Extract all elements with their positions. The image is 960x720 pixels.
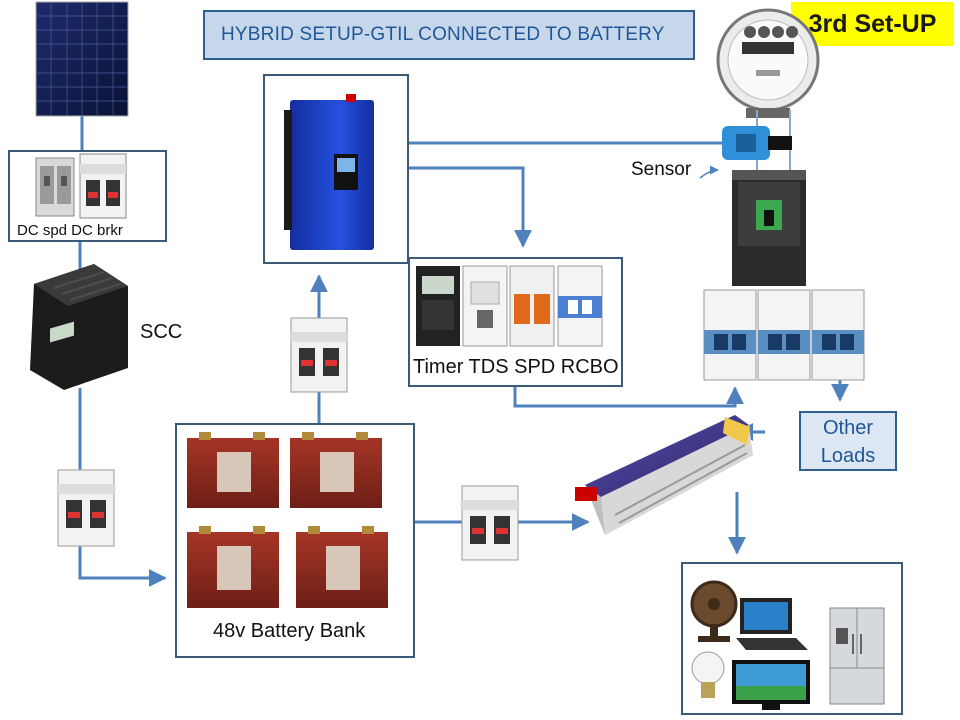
fridge-icon	[829, 607, 885, 705]
breaker-gtil-icon	[290, 317, 348, 393]
spd-icon	[509, 265, 555, 347]
charge-controller-icon	[30, 264, 128, 390]
solar-panel-icon	[35, 1, 129, 117]
battery-icon-3	[187, 526, 279, 608]
fan-icon	[690, 580, 738, 642]
breaker-scc-icon	[57, 469, 115, 547]
battery-icon-4	[296, 526, 388, 608]
dc-spd-icon	[35, 157, 75, 217]
rcbo-icon	[557, 265, 603, 347]
setup-badge: 3rd Set-UP	[791, 2, 954, 46]
dc-breaker-icon	[79, 153, 127, 219]
grid-tie-inverter-icon	[284, 94, 374, 250]
tds-icon	[462, 265, 508, 347]
energy-meter-icon	[716, 8, 820, 118]
timer-icon	[416, 266, 460, 346]
other-loads-line1: Other	[822, 417, 874, 439]
other-loads-box: Other Loads	[799, 411, 897, 471]
dc-protection-label: DC spd DC brkr	[17, 222, 123, 239]
power-inverter-icon	[575, 415, 753, 535]
laptop-icon	[736, 598, 808, 650]
diagram-title: HYBRID SETUP-GTIL CONNECTED TO BATTERY	[203, 10, 695, 60]
other-loads-line2: Loads	[820, 445, 876, 467]
tv-icon	[732, 660, 810, 710]
mcb-icon	[703, 289, 865, 381]
mccb-icon	[732, 170, 806, 286]
breaker-inverter-icon	[461, 485, 519, 561]
wire-protection-to-mcb	[513, 386, 744, 408]
sensor-label: Sensor	[631, 159, 692, 180]
scc-label: SCC	[140, 321, 183, 343]
wire-scc-to-battery	[78, 388, 167, 587]
wire-gtil-to-protection	[409, 166, 532, 248]
battery-icon-1	[187, 432, 279, 508]
battery-icon-2	[290, 432, 382, 508]
bulb-icon	[691, 651, 725, 698]
sensor-pointer-arrow	[699, 165, 719, 179]
protection-devices-label: Timer TDS SPD RCBO	[413, 356, 619, 378]
current-sensor-icon	[722, 126, 792, 160]
battery-bank-label: 48v Battery Bank	[213, 620, 366, 642]
